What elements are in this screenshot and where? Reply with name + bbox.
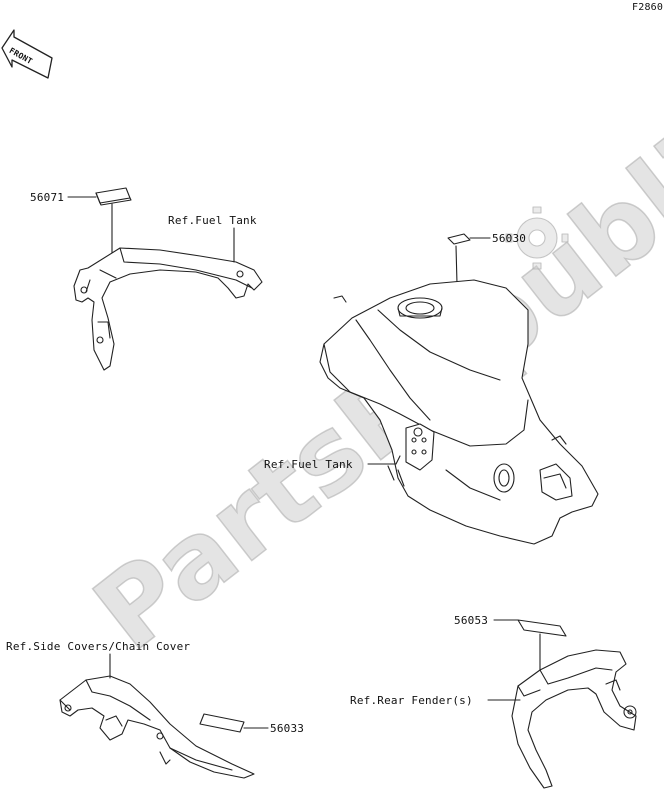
part-number-56053: 56053 bbox=[454, 614, 489, 627]
label-56071-sticker bbox=[95, 187, 132, 206]
front-arrow-icon bbox=[1, 29, 53, 79]
gear-icon bbox=[505, 206, 569, 270]
label-56033-sticker bbox=[199, 713, 245, 733]
rear-fender-part bbox=[511, 649, 637, 789]
part-number-56071: 56071 bbox=[30, 191, 65, 204]
leader-56071 bbox=[67, 196, 113, 259]
ref-fuel-tank-mid: Ref.Fuel Tank bbox=[264, 458, 353, 471]
ref-rear-fender: Ref.Rear Fender(s) bbox=[350, 694, 473, 707]
leader-ref-fuel-tank-mid bbox=[367, 455, 401, 465]
figure-code: F2860 bbox=[632, 2, 664, 13]
label-56030-sticker bbox=[447, 233, 471, 245]
ref-fuel-tank-top: Ref.Fuel Tank bbox=[168, 214, 257, 227]
chain-cover-part bbox=[59, 675, 255, 779]
part-number-56030: 56030 bbox=[492, 232, 527, 245]
label-56053-sticker bbox=[517, 619, 567, 637]
part-number-56033: 56033 bbox=[270, 722, 305, 735]
upper-cover-part bbox=[73, 247, 263, 371]
leader-56053 bbox=[493, 619, 541, 677]
ref-side-covers: Ref.Side Covers/Chain Cover bbox=[6, 640, 191, 653]
fuel-tank-part bbox=[319, 279, 599, 545]
